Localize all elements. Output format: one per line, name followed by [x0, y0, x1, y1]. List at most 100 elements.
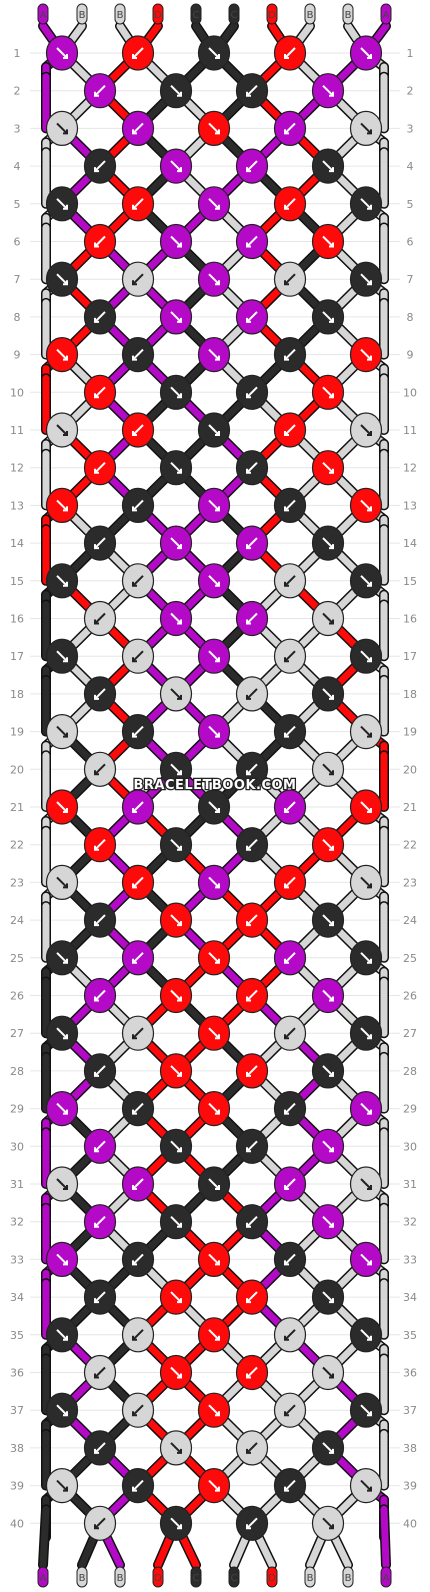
knot-arrow-icon	[246, 386, 258, 399]
knot-arrowhead-icon	[284, 581, 289, 587]
knot-arrowhead-icon	[177, 544, 182, 550]
row-number-right: 13	[403, 499, 417, 512]
knot-arrowhead-icon	[329, 921, 334, 927]
strand-tab-shape	[228, 1566, 240, 1588]
knot-arrowhead-icon	[246, 1222, 251, 1228]
strand-letter: A	[40, 1573, 47, 1584]
knot	[311, 977, 345, 1014]
knot-arrowhead-icon	[329, 619, 334, 625]
knot-arrowhead-icon	[367, 657, 372, 663]
knot	[197, 1166, 231, 1202]
row-number-right: 12	[403, 462, 417, 475]
row-number-left: 39	[10, 1480, 24, 1493]
strand-label-tab: C	[228, 1566, 240, 1588]
knot-arrowhead-icon	[367, 883, 372, 889]
knot-arrow-icon	[322, 1517, 334, 1530]
knot-arrowhead-icon	[329, 544, 334, 550]
knot-arrow-icon	[170, 84, 182, 97]
knot-arrow-icon	[56, 348, 68, 361]
row-number-left: 30	[10, 1140, 24, 1153]
knot	[311, 374, 345, 410]
knot-arrowhead-icon	[94, 1298, 99, 1304]
knot-arrowhead-icon	[94, 393, 99, 399]
knot-arrow-icon	[132, 1102, 144, 1115]
knot	[159, 299, 193, 335]
knot	[235, 827, 269, 863]
knot-arrow-icon	[208, 198, 220, 210]
knot-arrowhead-icon	[246, 544, 251, 550]
knot	[45, 35, 79, 71]
knot	[45, 186, 79, 222]
knot-arrow-icon	[208, 47, 220, 59]
row-number-right: 37	[403, 1404, 417, 1417]
knot	[83, 676, 117, 712]
knot-arrow-icon	[94, 1442, 106, 1454]
knot-arrow-icon	[284, 801, 296, 813]
knot-arrow-icon	[170, 311, 182, 323]
knot	[235, 525, 269, 561]
knot-arrowhead-icon	[215, 204, 220, 210]
row-number-left: 25	[10, 952, 24, 965]
knot-arrow-icon	[132, 1178, 144, 1190]
knot-arrowhead-icon	[132, 280, 137, 286]
knot-arrowhead-icon	[94, 544, 99, 550]
row-number-right: 7	[407, 273, 414, 286]
knot-arrow-icon	[94, 235, 106, 248]
knot	[83, 1505, 117, 1541]
knot-arrow-icon	[284, 1102, 296, 1115]
knot-arrowhead-icon	[284, 204, 289, 210]
knot	[45, 638, 79, 674]
knot-arrowhead-icon	[94, 1222, 99, 1228]
knot-arrow-icon	[94, 1065, 106, 1077]
row-number-left: 6	[14, 236, 21, 249]
knot-arrowhead-icon	[177, 1071, 182, 1077]
knot-arrow-icon	[322, 1366, 334, 1379]
knot-arrow-icon	[208, 1479, 220, 1492]
knot	[197, 186, 231, 222]
strand-tab-shape	[114, 3, 126, 25]
knot	[235, 1053, 269, 1089]
row-number-left: 38	[10, 1442, 24, 1455]
knot-arrow-icon	[132, 47, 144, 59]
row-number-right: 35	[403, 1329, 417, 1342]
strand-tab-shape	[76, 3, 88, 25]
knot	[45, 1241, 79, 1278]
knot-arrowhead-icon	[215, 506, 220, 512]
row-number-right: 21	[403, 801, 417, 814]
knot-arrowhead-icon	[246, 1524, 251, 1530]
knot-arrowhead-icon	[246, 1147, 251, 1153]
row-number-right: 18	[403, 688, 417, 701]
knot-arrowhead-icon	[284, 506, 289, 512]
knot-arrowhead-icon	[132, 204, 137, 210]
strand-letter: B	[307, 10, 314, 21]
knot-arrow-icon	[170, 160, 182, 172]
row-number-left: 16	[10, 613, 24, 626]
row-number-right: 28	[403, 1065, 417, 1078]
row-number-right: 6	[407, 236, 414, 249]
knot-arrowhead-icon	[284, 1486, 289, 1492]
knot-arrow-icon	[284, 1253, 296, 1266]
knot	[159, 525, 193, 561]
knot-arrow-icon	[56, 876, 68, 889]
knot	[121, 110, 155, 146]
knot-arrowhead-icon	[284, 1109, 289, 1115]
knot-arrow-icon	[56, 1102, 68, 1115]
knot	[159, 751, 193, 787]
knot	[159, 1128, 193, 1164]
knot-arrow-icon	[56, 1027, 68, 1039]
knot	[121, 864, 155, 901]
knot	[311, 1505, 345, 1541]
knot-arrowhead-icon	[246, 1373, 251, 1379]
knot-arrowhead-icon	[215, 280, 220, 286]
knot	[273, 1166, 307, 1202]
knot-arrowhead-icon	[63, 129, 68, 135]
knot	[311, 1354, 345, 1391]
knot-arrowhead-icon	[63, 732, 68, 738]
knot-arrowhead-icon	[215, 581, 220, 587]
strand-label-tab: A	[380, 3, 392, 25]
knot-arrow-icon	[208, 122, 220, 135]
knot-arrow-icon	[322, 838, 334, 851]
knot-arrowhead-icon	[177, 1448, 182, 1454]
knot	[197, 713, 231, 750]
knot	[159, 902, 193, 938]
